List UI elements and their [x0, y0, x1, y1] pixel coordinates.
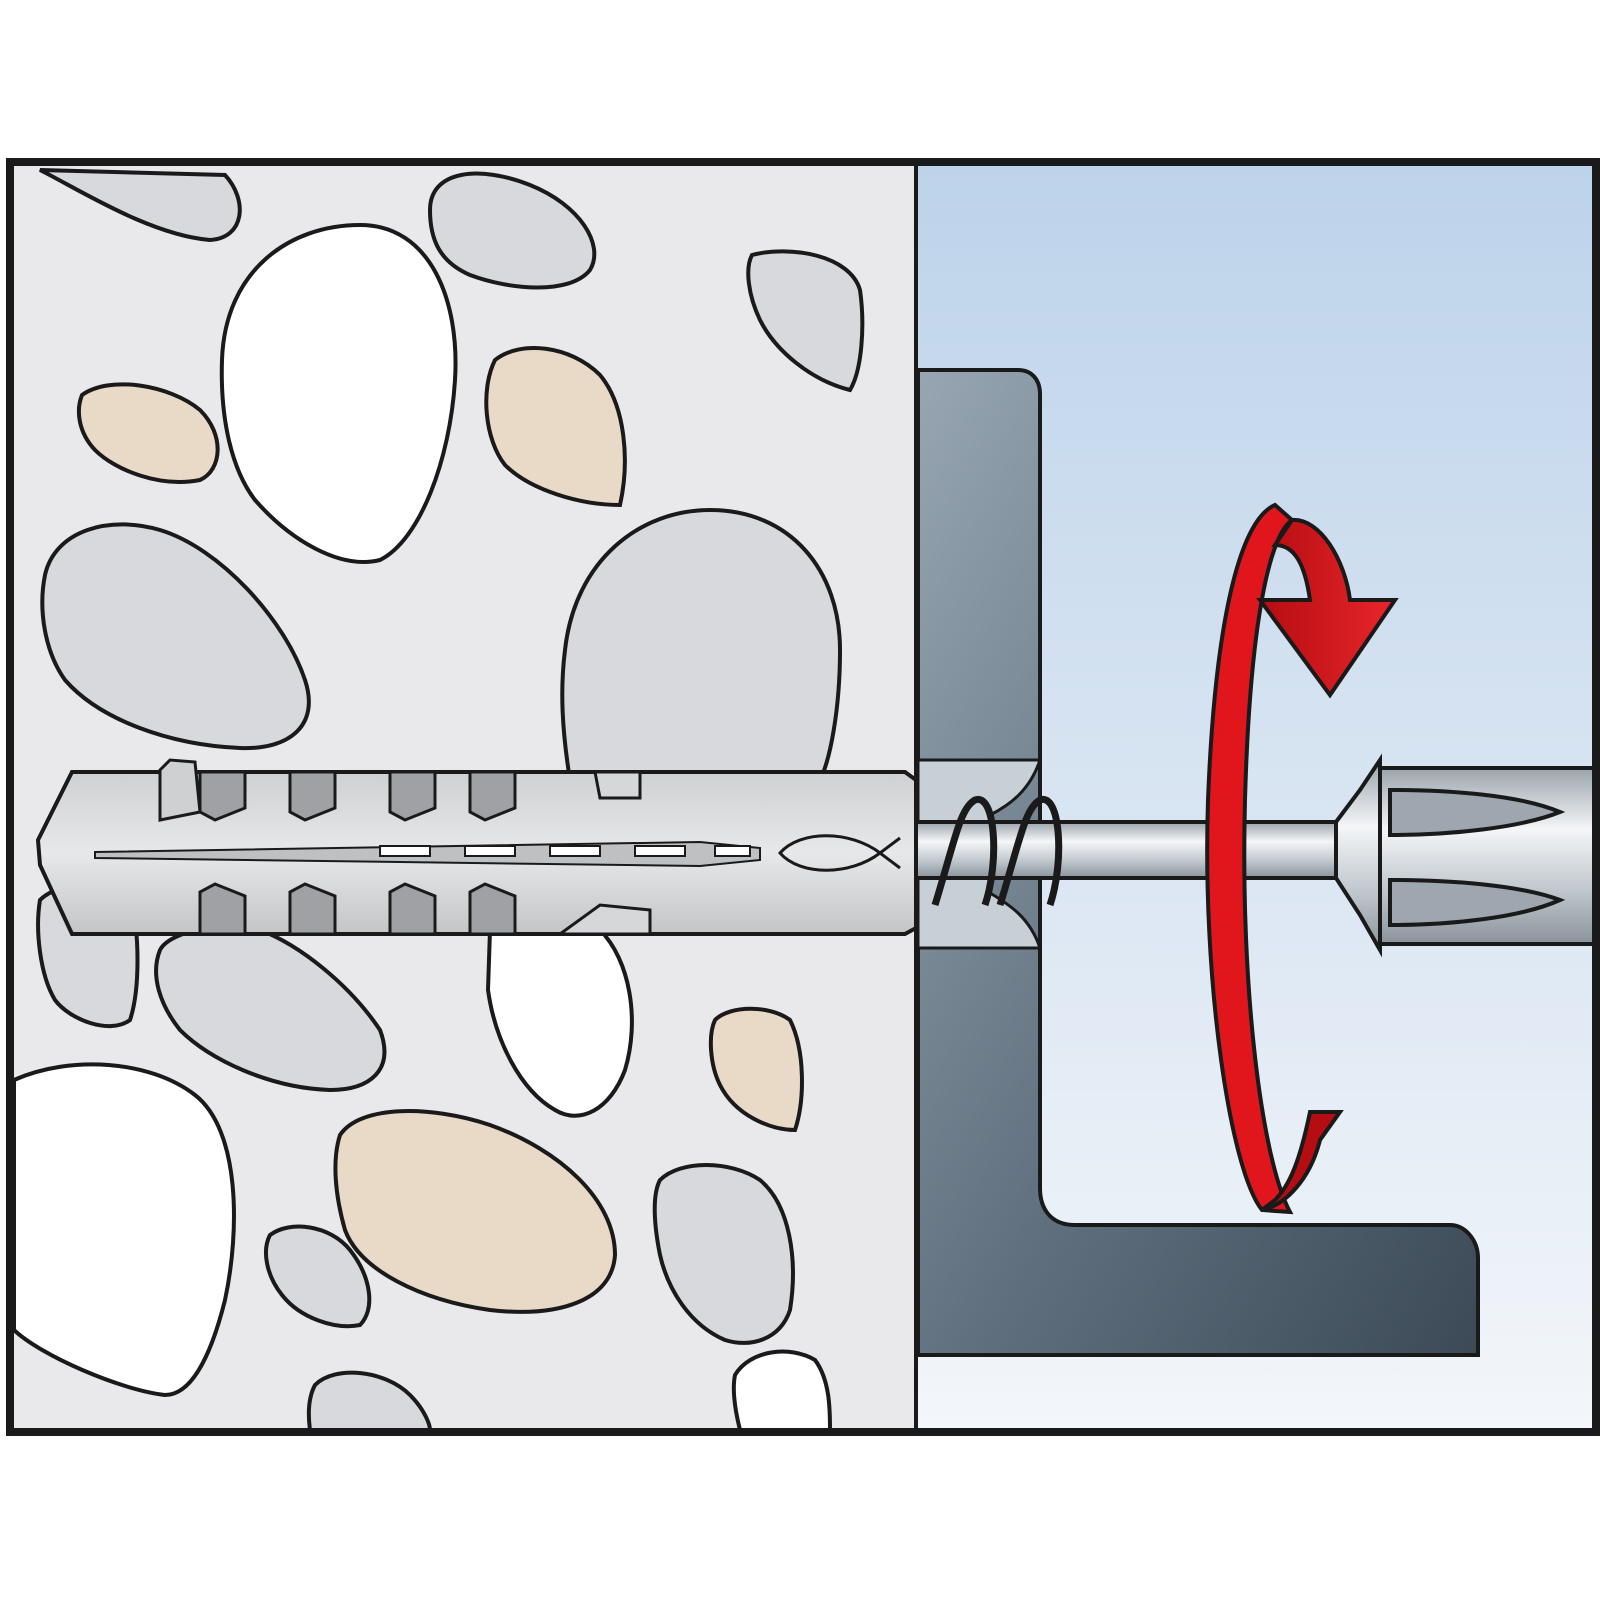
stone: [219, 222, 458, 564]
stone: [333, 1109, 618, 1314]
stone: [485, 928, 634, 1118]
diagram-frame: [6, 158, 1600, 1436]
screw: [914, 753, 1382, 958]
fish-logo-icon: [778, 834, 901, 872]
stone: [731, 1349, 832, 1428]
stone: [264, 1224, 372, 1329]
stone: [746, 249, 865, 393]
stone: [560, 507, 843, 782]
rotation-arrow-icon: [1205, 502, 1399, 1215]
stone: [708, 1006, 804, 1133]
stone: [76, 382, 220, 484]
stone: [427, 171, 597, 290]
wall-plug: [35, 758, 918, 936]
stone: [39, 168, 242, 243]
stone: [40, 522, 311, 751]
screwdriver-icon: [1378, 766, 1598, 946]
stone: [306, 1370, 432, 1428]
stone: [14, 1062, 236, 1398]
aggregate-stones: [14, 168, 865, 1428]
stone: [484, 346, 627, 508]
stone: [652, 1163, 795, 1345]
